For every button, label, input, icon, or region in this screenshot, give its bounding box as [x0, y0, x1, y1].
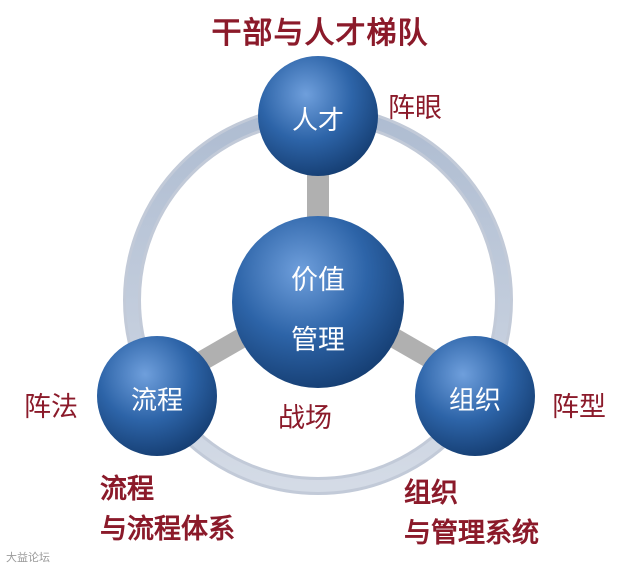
node-top-label: 人才	[291, 106, 344, 136]
side-label-top: 阵眼	[388, 93, 442, 124]
side-label-right: 阵型	[552, 392, 606, 423]
center-circle	[232, 216, 404, 388]
bottom-right-label: 组织 与管理系统	[404, 474, 539, 554]
node-top-circle	[258, 56, 378, 176]
node-left-circle	[97, 336, 217, 456]
node-right-circle	[415, 336, 535, 456]
side-label-left: 阵法	[24, 392, 78, 423]
bottom-left-line2: 与流程体系	[100, 514, 235, 545]
node-right-label: 组织	[448, 386, 501, 416]
bottom-left-line1: 流程	[100, 474, 154, 505]
bottom-right-line1: 组织	[404, 478, 458, 509]
center-label-line1: 价值	[291, 265, 345, 296]
node-left-label: 流程	[130, 386, 183, 416]
connector-top	[307, 168, 329, 220]
bottom-right-line2: 与管理系统	[404, 518, 539, 549]
bottom-left-label: 流程 与流程体系	[100, 470, 235, 550]
center-label-line2: 管理	[291, 325, 345, 356]
center-caption: 战场	[278, 403, 332, 434]
diagram-title: 干部与人才梯队	[211, 16, 429, 51]
watermark: 大益论坛	[6, 551, 50, 564]
